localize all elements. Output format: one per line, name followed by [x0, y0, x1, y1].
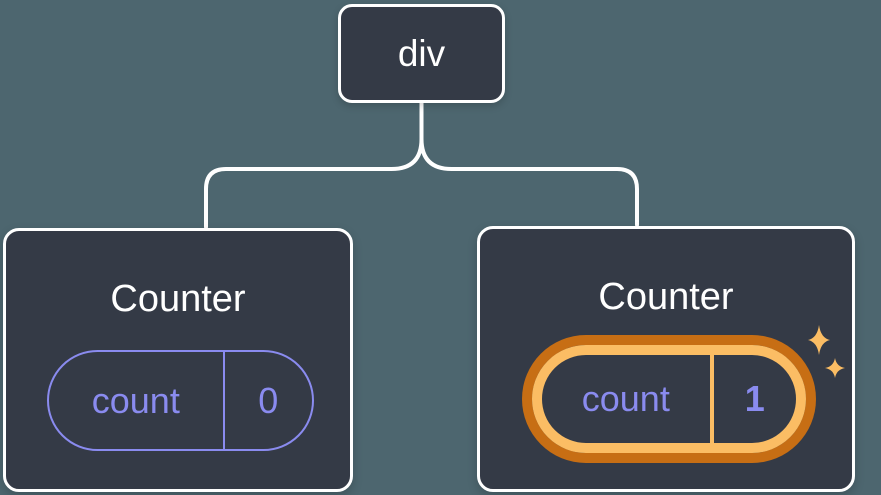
- state-key-label: count: [581, 378, 670, 419]
- connector-left-branch: [204, 101, 424, 229]
- state-pill-highlighted: count 1: [532, 345, 806, 453]
- state-value: 0: [222, 352, 312, 449]
- tree-node-div: div: [338, 4, 505, 103]
- connector-right-branch: [419, 137, 639, 227]
- sparkle-small: [825, 358, 845, 378]
- root-node-label: div: [397, 32, 446, 74]
- component-title: Counter: [598, 276, 734, 318]
- component-title: Counter: [110, 278, 246, 320]
- state-value: 1: [709, 355, 796, 443]
- state-key-label: count: [91, 379, 180, 421]
- sparkle-large: [808, 325, 830, 355]
- state-pill: count 0: [47, 350, 314, 451]
- tree-node-counter-second: Counter count 1: [477, 226, 855, 492]
- tree-node-counter-first: Counter count 0: [3, 228, 353, 492]
